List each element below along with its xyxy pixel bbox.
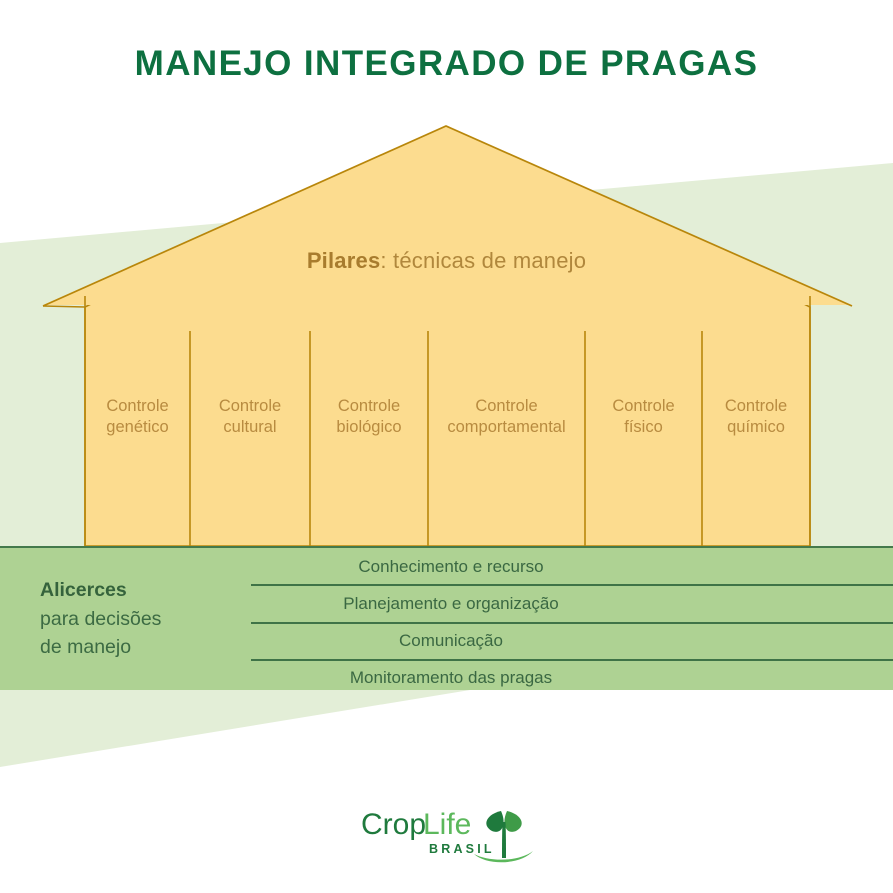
roof-caption: Pilares: técnicas de manejo bbox=[0, 248, 893, 274]
foundation-items: Conhecimento e recurso Planejamento e or… bbox=[251, 549, 893, 690]
pillar-label-fisico: Controle físico bbox=[585, 396, 702, 438]
foundation-item-conhecimento: Conhecimento e recurso bbox=[251, 549, 893, 584]
foundation-title-strong: Alicerces bbox=[40, 579, 127, 601]
logo-brand-part2: Life bbox=[423, 808, 471, 841]
roof-gable-fill bbox=[43, 126, 852, 305]
foundation-title-line2: para decisões bbox=[40, 607, 162, 630]
pillar-line-1: Controle bbox=[612, 397, 675, 415]
pillar-line-1: Controle bbox=[475, 397, 538, 415]
logo-svg: Crop Life BRASIL bbox=[361, 808, 533, 863]
pillar-line-2: genético bbox=[106, 418, 169, 436]
pillar-line-1: Controle bbox=[218, 397, 282, 415]
pillar-line-2: físico bbox=[624, 418, 663, 436]
foundation-item-label: Monitoramento das pragas bbox=[349, 668, 553, 688]
roof-eave-left bbox=[42, 305, 86, 308]
foundation-band bbox=[0, 546, 893, 690]
roof-slope-left bbox=[42, 125, 447, 307]
roof-slope-right bbox=[445, 125, 853, 307]
foundation-title: Alicerces para decisões de manejo bbox=[40, 576, 250, 662]
foundation-item-monitoramento: Monitoramento das pragas bbox=[251, 658, 893, 696]
pillar-line-2: comportamental bbox=[447, 418, 566, 436]
foundation-item-label: Conhecimento e recurso bbox=[358, 556, 544, 576]
logo-brand-part1: Crop bbox=[361, 808, 426, 841]
pillar-label-biologico: Controle biológico bbox=[310, 396, 428, 438]
pillar-label-cultural: Controle cultural bbox=[190, 396, 310, 438]
foundation-item-label: Comunicação bbox=[399, 631, 503, 651]
page-title: MANEJO INTEGRADO DE PRAGAS bbox=[134, 44, 759, 83]
pillar-line-1: Controle bbox=[106, 397, 169, 415]
roof-caption-rest: : técnicas de manejo bbox=[380, 248, 587, 273]
roof-caption-strong: Pilares bbox=[306, 248, 381, 273]
foundation-item-comunicacao: Comunicação bbox=[251, 621, 893, 659]
pillar-line-1: Controle bbox=[724, 397, 788, 415]
sprout-icon bbox=[474, 811, 533, 863]
pillar-label-quimico: Controle químico bbox=[702, 396, 810, 438]
croplife-brasil-logo: Crop Life BRASIL bbox=[361, 798, 536, 866]
pillar-line-2: cultural bbox=[223, 418, 277, 436]
foundation-item-label: Planejamento e organização bbox=[343, 593, 559, 613]
pillar-line-2: biológico bbox=[336, 418, 402, 436]
foundation-item-planejamento: Planejamento e organização bbox=[251, 584, 893, 621]
pillar-label-genetico: Controle genético bbox=[85, 396, 190, 438]
logo-brand-sub: BRASIL bbox=[429, 842, 495, 856]
foundation-title-line3: de manejo bbox=[40, 636, 132, 658]
pillar-line-2: químico bbox=[727, 418, 785, 436]
pillar-label-comportamental: Controle comportamental bbox=[428, 396, 585, 438]
pillar-line-1: Controle bbox=[337, 397, 401, 415]
